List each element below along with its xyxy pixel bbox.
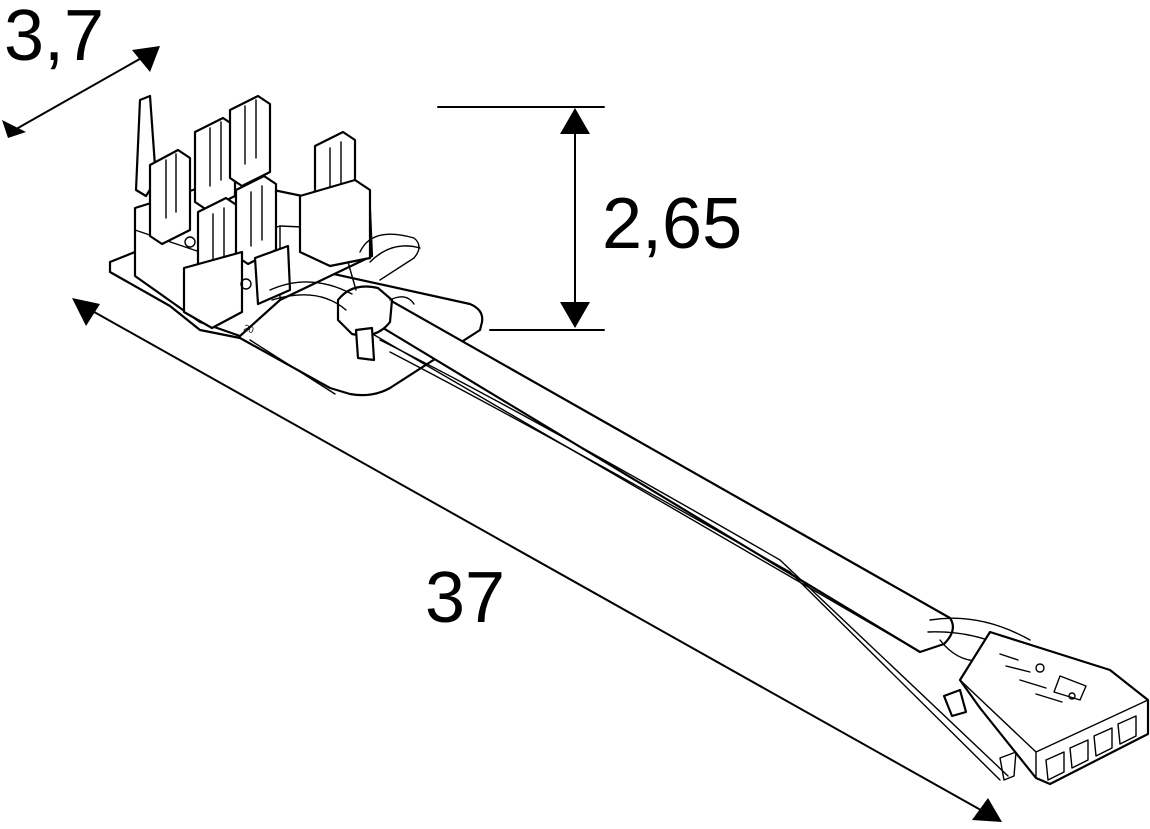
part-marking: 20	[242, 322, 255, 335]
height-dimension	[437, 106, 605, 331]
end-connector	[958, 630, 1150, 786]
cable-assembly	[269, 233, 1031, 781]
length-dimension-label: 37	[425, 558, 505, 638]
depth-dimension	[2, 46, 160, 138]
contact-pins	[134, 94, 372, 330]
depth-dimension-label: 3,7	[4, 0, 104, 76]
height-dimension-label: 2,65	[602, 184, 742, 264]
length-dimension	[72, 298, 1002, 822]
